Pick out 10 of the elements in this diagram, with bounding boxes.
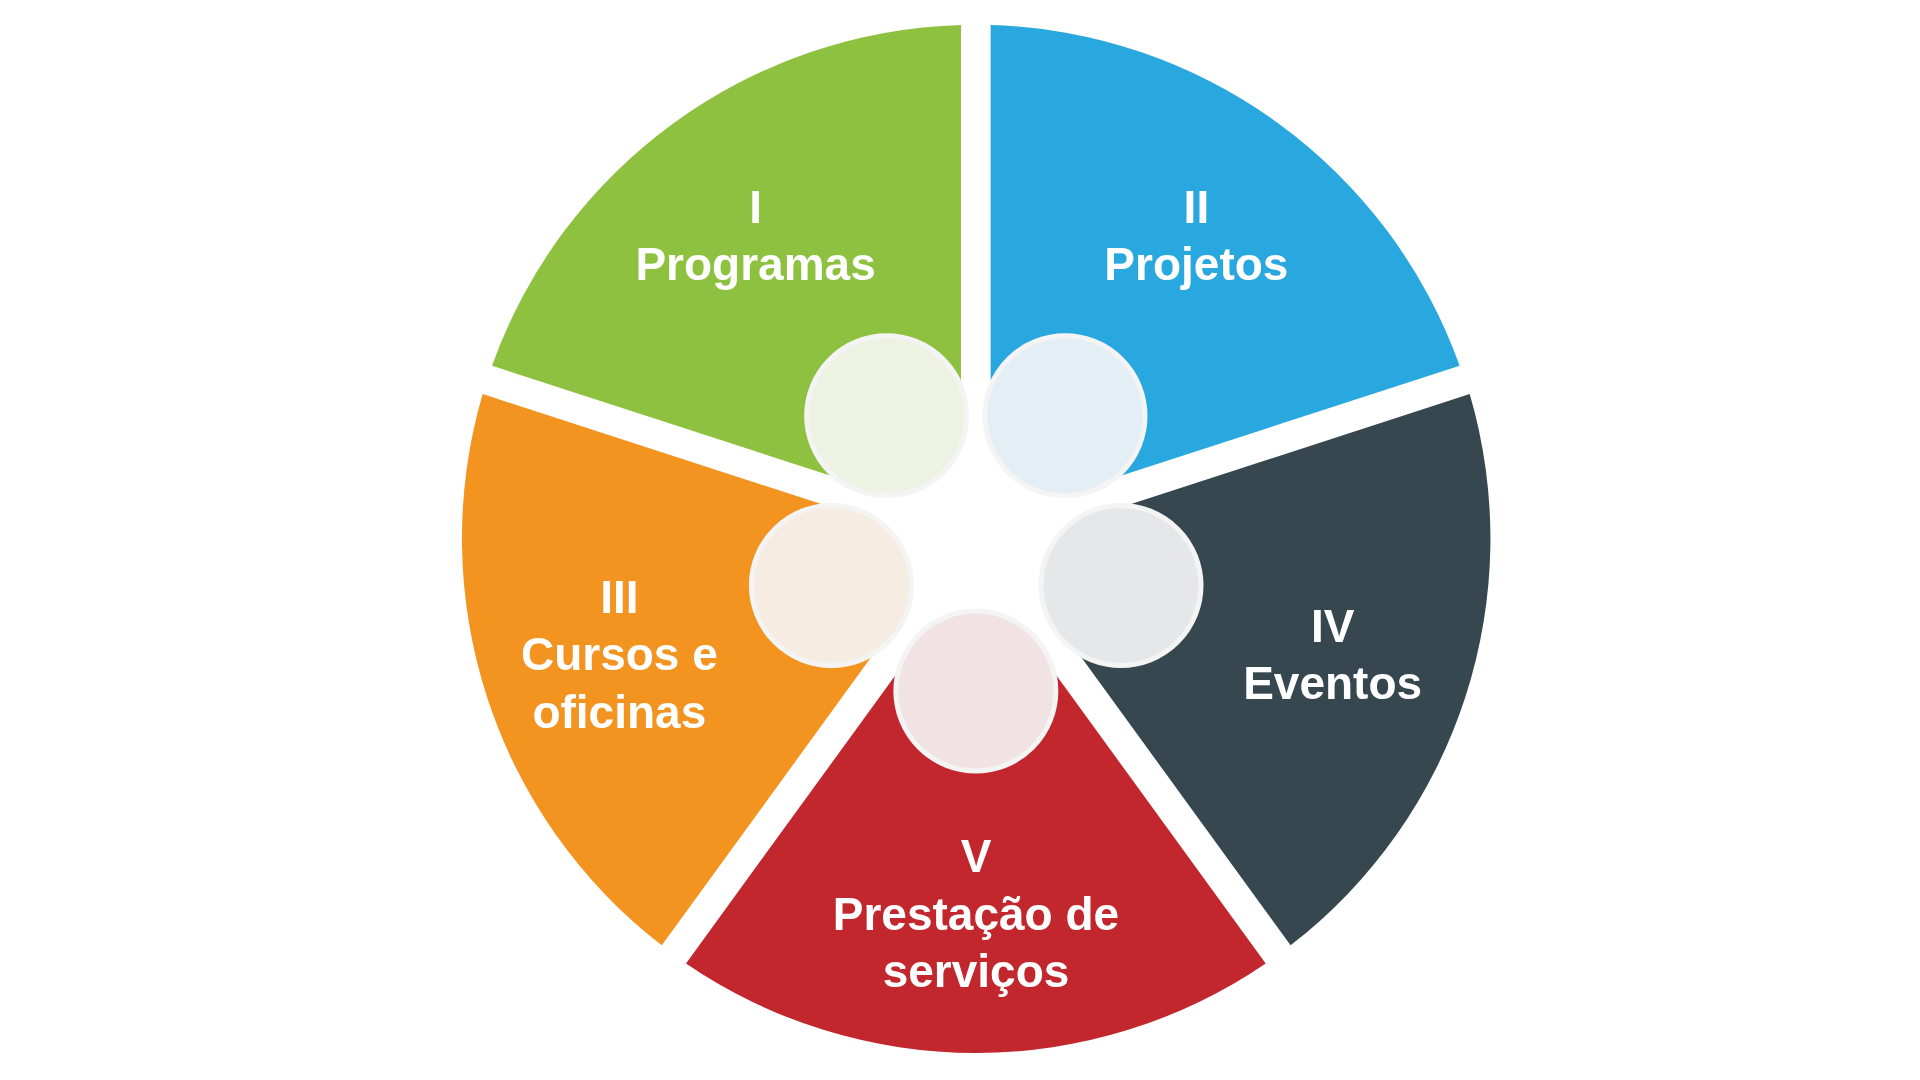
roman-numeral: V xyxy=(960,828,992,884)
roman-numeral: III xyxy=(600,569,639,625)
segment-label: Eventos xyxy=(1243,655,1423,711)
segment-label: Projetos xyxy=(1104,236,1289,292)
segment-label: Prestação de serviços xyxy=(831,886,1121,999)
segment-label: Programas xyxy=(635,236,876,292)
segment-label: Cursos e oficinas xyxy=(519,627,719,740)
roman-numeral: IV xyxy=(1310,598,1355,654)
roman-numeral: I xyxy=(749,179,762,235)
roman-numeral: II xyxy=(1183,179,1210,235)
